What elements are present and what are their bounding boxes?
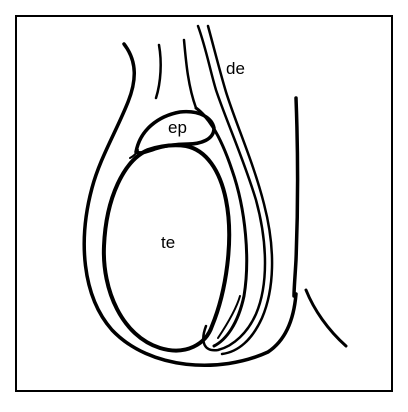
label-te: te xyxy=(161,233,175,252)
label-de: de xyxy=(226,59,245,78)
label-ep: ep xyxy=(168,118,187,137)
